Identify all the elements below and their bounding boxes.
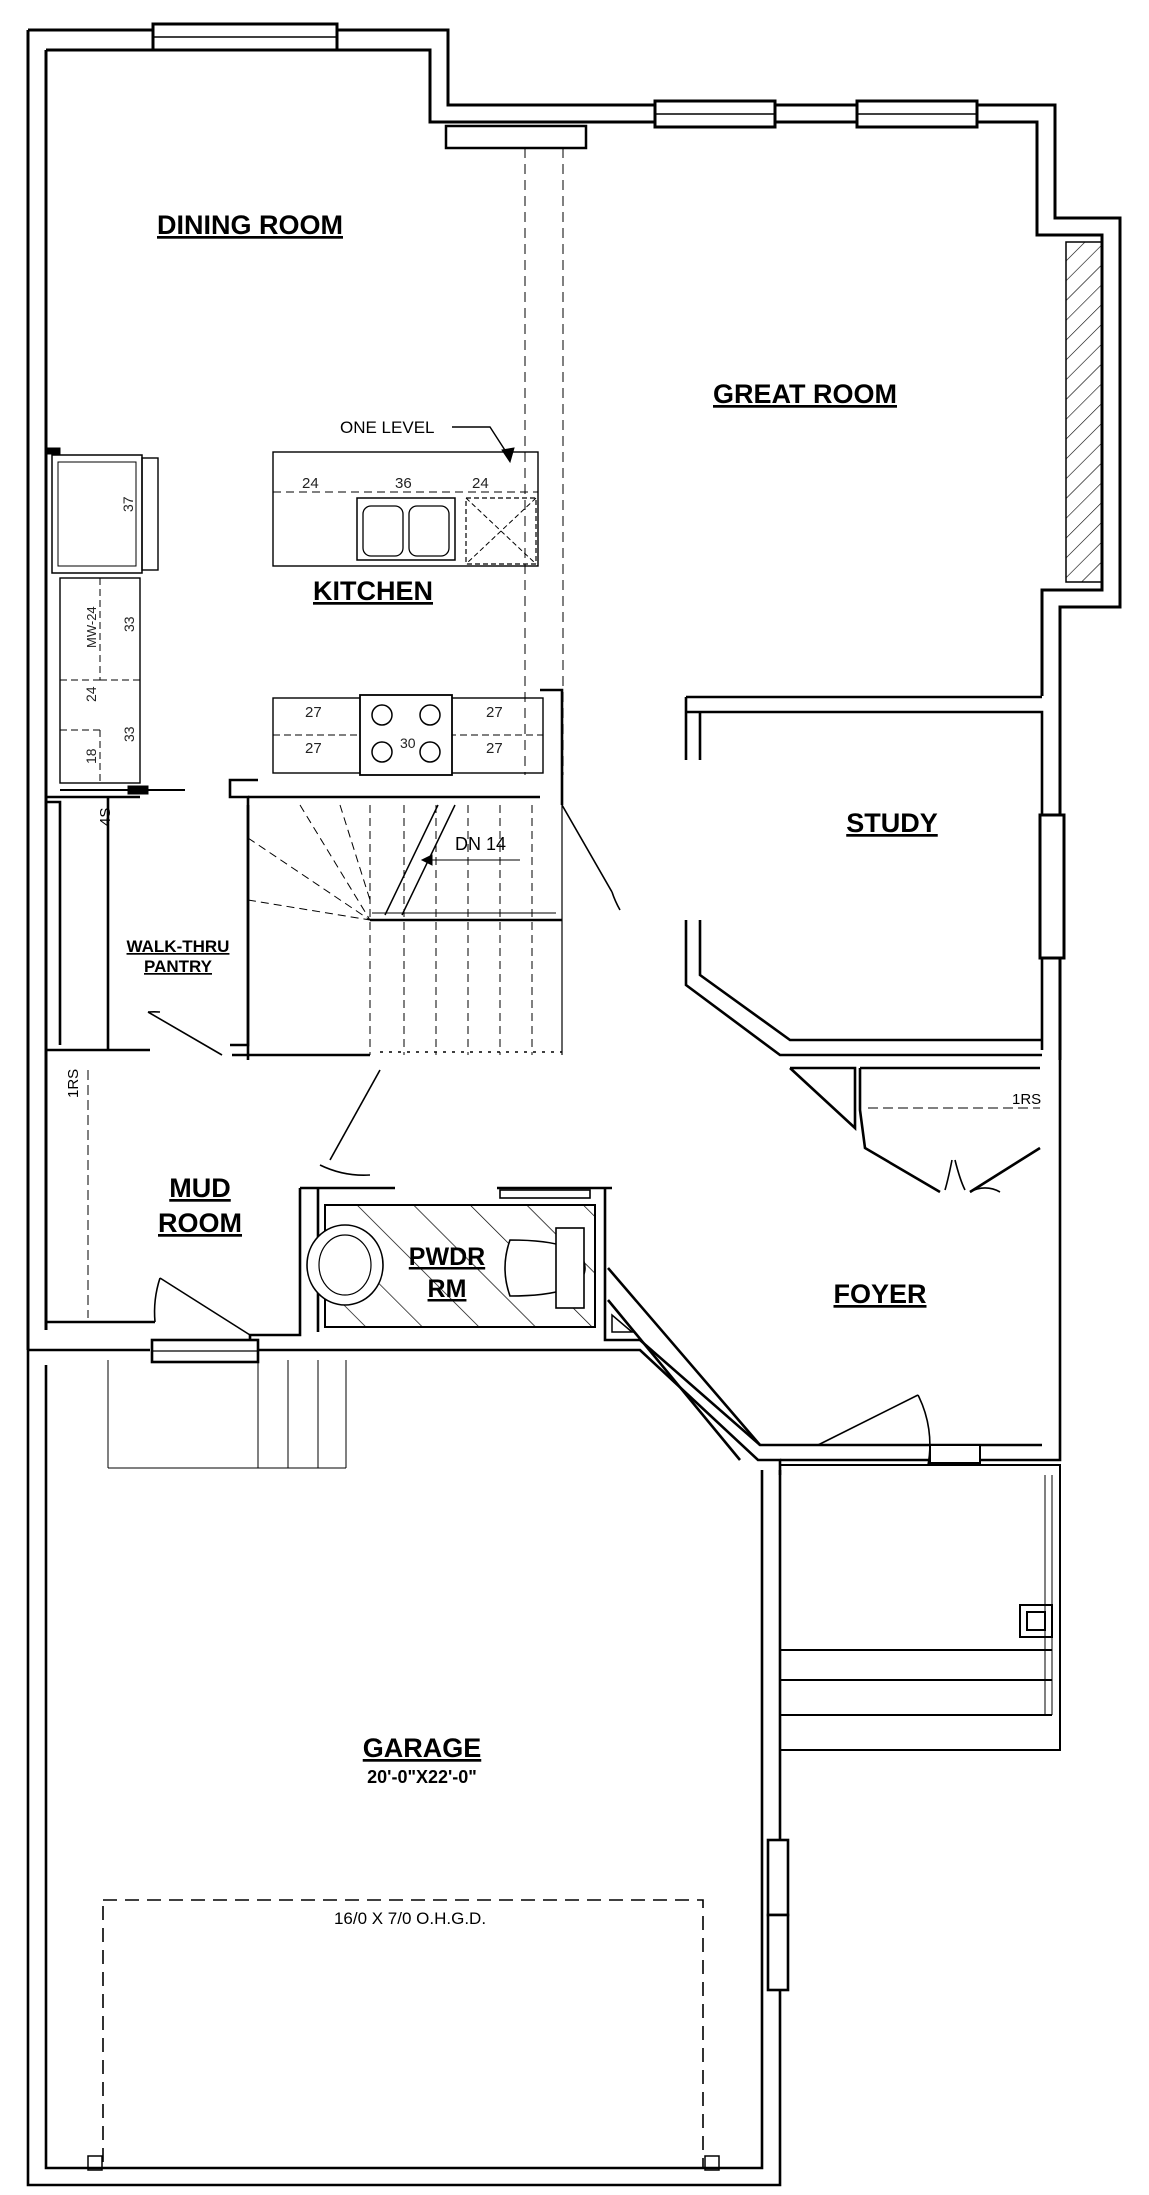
walk-thru-label: WALK-THRU (127, 937, 230, 956)
pantry-label: PANTRY (144, 957, 213, 976)
dim-fridge: 37 (120, 496, 136, 512)
staircase (247, 804, 563, 1055)
pwdr-label: PWDR (409, 1243, 485, 1271)
dim-mw: MW-24 (84, 606, 99, 648)
mud-label: MUD (169, 1173, 231, 1203)
garage-label: GARAGE (363, 1733, 482, 1763)
dining-room-label: DINING ROOM (157, 210, 343, 240)
kitchen-cabinets (45, 148, 564, 784)
study-label: STUDY (846, 808, 938, 838)
dim-island-left: 24 (302, 475, 319, 492)
dim-range-bl: 27 (305, 740, 322, 757)
dim-lower-24: 24 (83, 686, 99, 702)
dim-island-mid: 36 (395, 475, 412, 492)
study-window (1038, 813, 1066, 960)
dim-upper-33: 33 (121, 616, 137, 632)
stair-note: DN 14 (455, 834, 506, 854)
dim-range-tl: 27 (305, 704, 322, 721)
garage-walls (26, 1338, 790, 2187)
lower-walls (28, 1060, 1062, 1475)
dim-range: 30 (400, 735, 416, 751)
ohgd-note: 16/0 X 7/0 O.H.G.D. (334, 1909, 486, 1928)
shelf-4s-note: 4S (97, 808, 114, 826)
kitchen-label: KITCHEN (313, 576, 433, 606)
rs-right-note: 1RS (1012, 1091, 1041, 1108)
powder-room (306, 1189, 635, 1333)
exterior-walls (26, 22, 1122, 1350)
foyer-label: FOYER (833, 1279, 926, 1309)
dim-lower-33: 33 (121, 726, 137, 742)
dim-range-br: 27 (486, 740, 503, 757)
pantry-shelf-marker (60, 785, 185, 795)
great-room-label: GREAT ROOM (713, 379, 897, 409)
rs-left-note: 1RS (65, 1069, 82, 1098)
rm-label: RM (428, 1275, 467, 1303)
garage-size-label: 20'-0"X22'-0" (367, 1767, 477, 1787)
room-label: ROOM (158, 1208, 242, 1238)
door-swings (147, 804, 1001, 1466)
front-porch (780, 1444, 1061, 1751)
dim-lower-18: 18 (83, 748, 99, 764)
dim-island-right: 24 (472, 475, 489, 492)
one-level-note: ONE LEVEL (340, 418, 435, 437)
dim-range-tr: 27 (486, 704, 503, 721)
